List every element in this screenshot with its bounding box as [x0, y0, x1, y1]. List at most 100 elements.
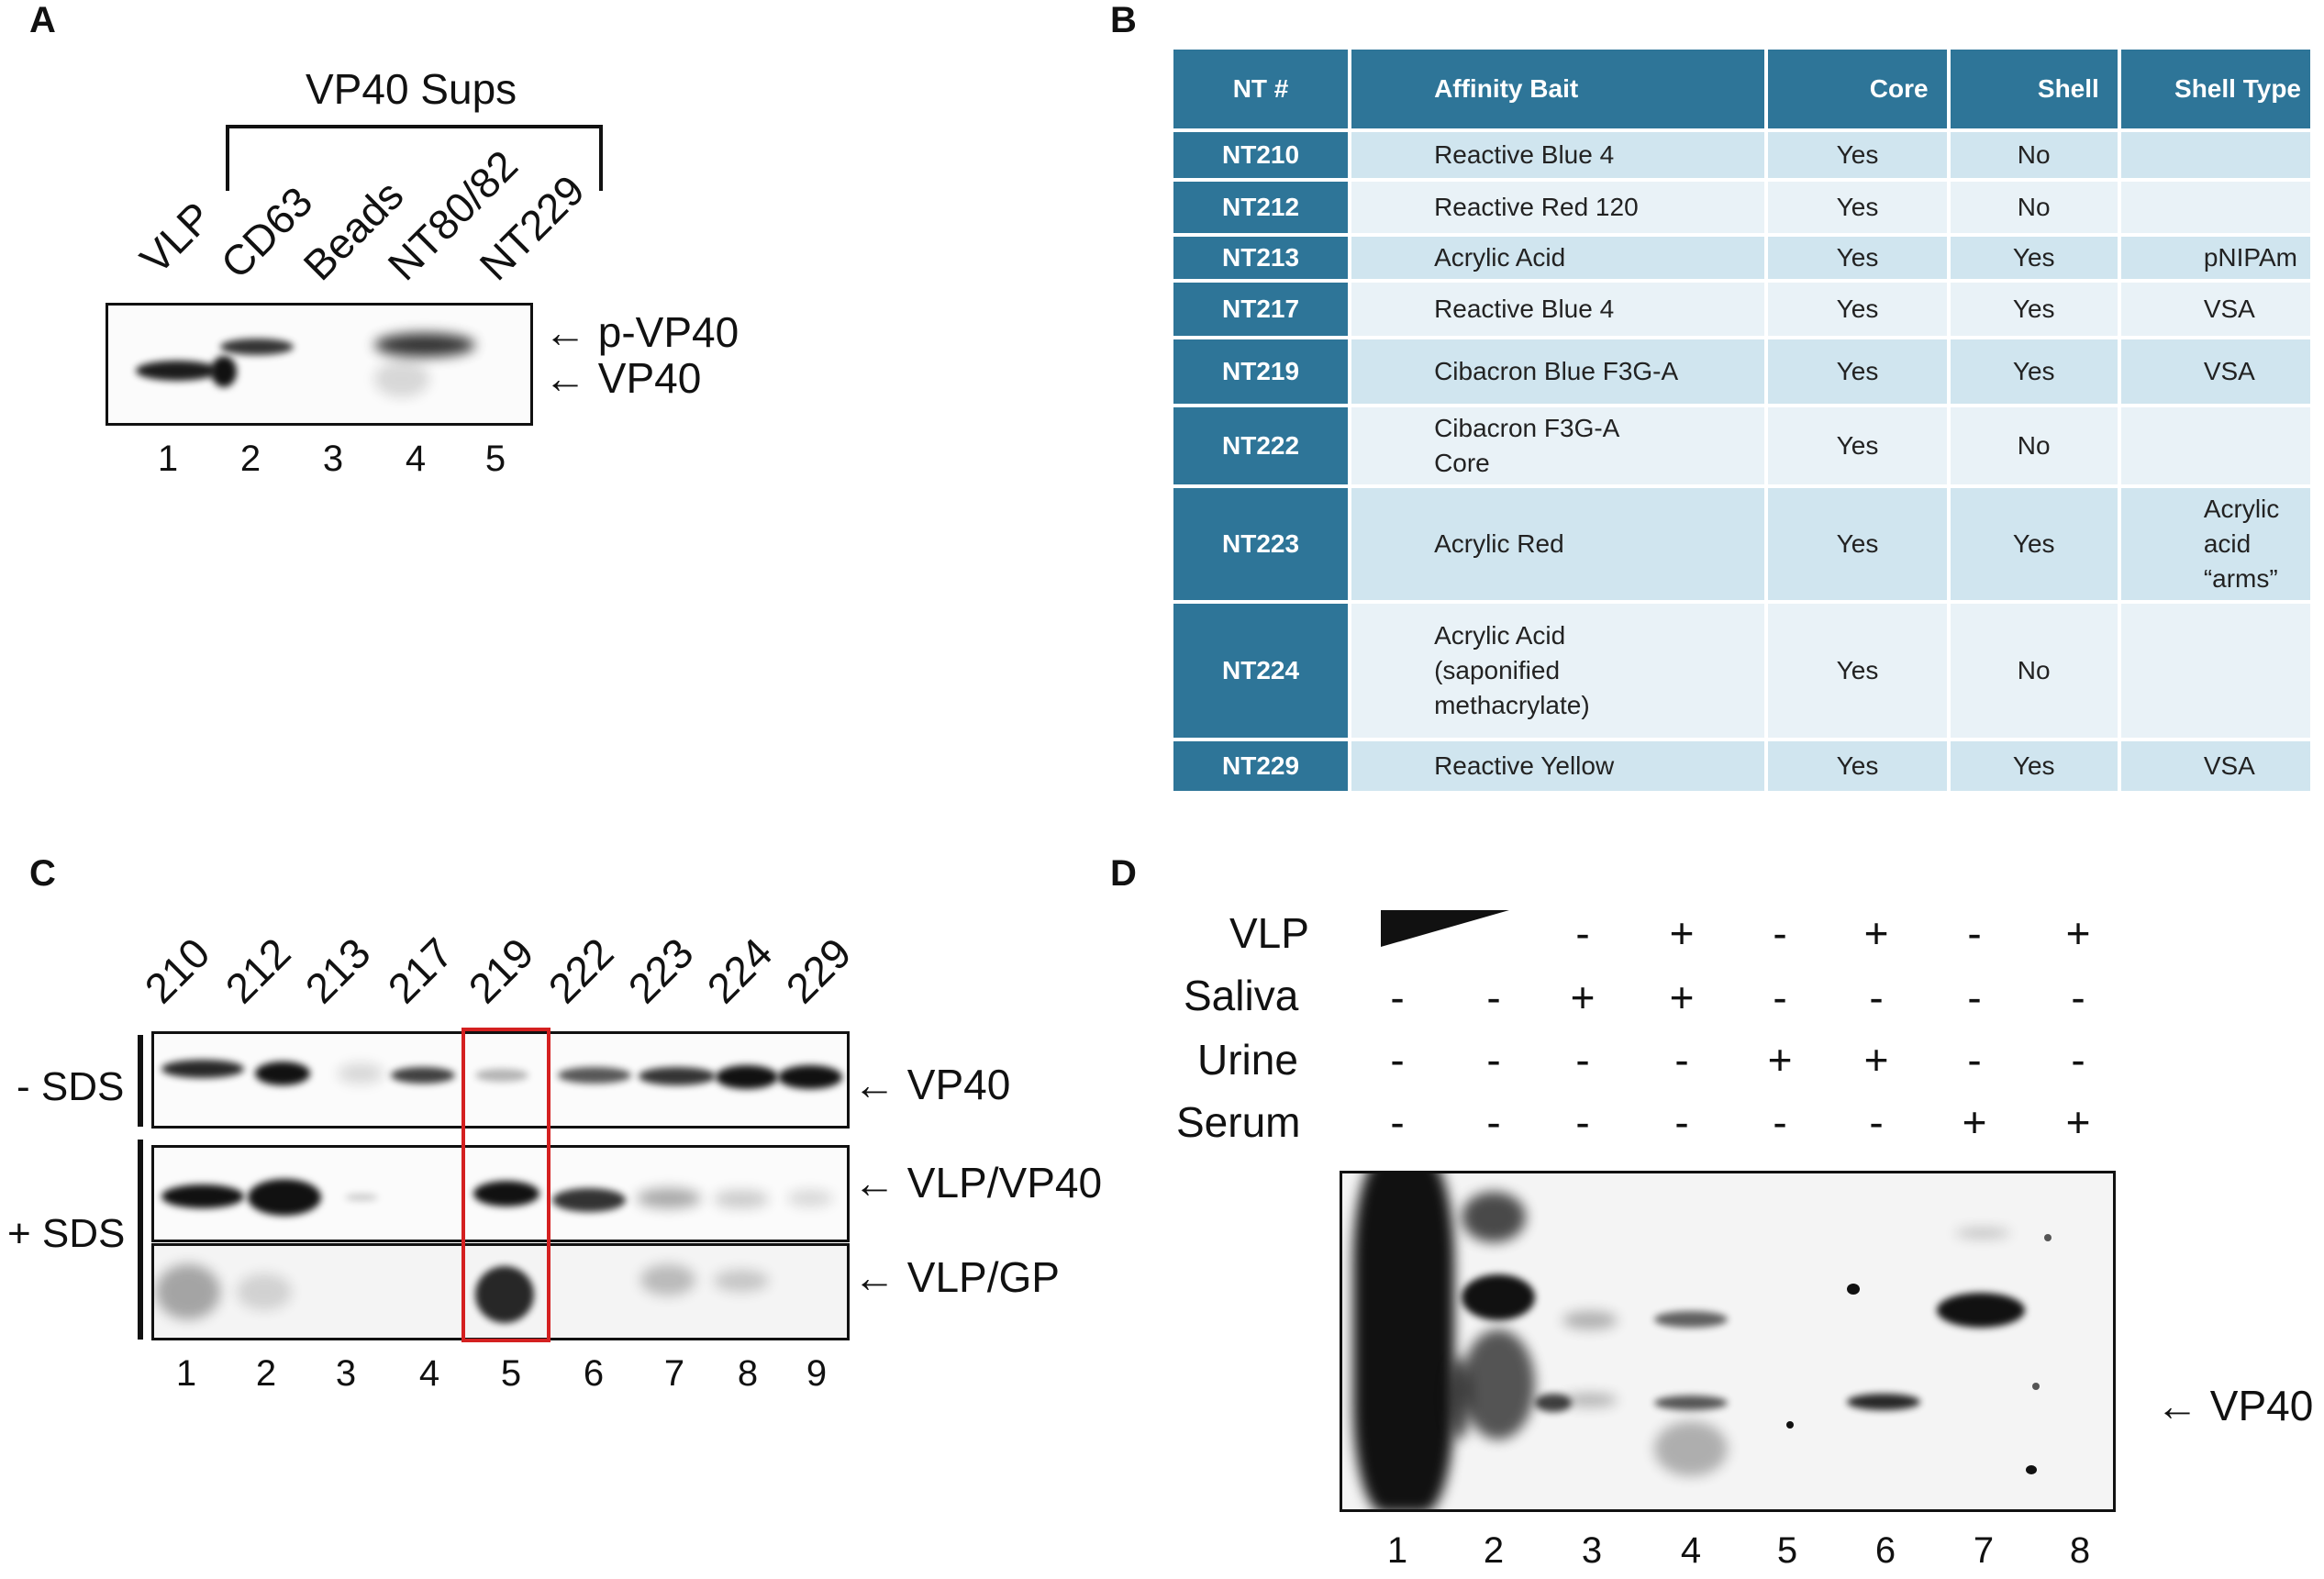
- blot-band: [714, 1270, 769, 1292]
- blot-band: [558, 1067, 631, 1084]
- panel-a-lane-header: CD63: [211, 177, 322, 288]
- panel-c-arrow-label: ← VLP/GP: [853, 1253, 1060, 1301]
- table-cell: Yes: [1768, 488, 1947, 600]
- panel-b-letter: B: [1110, 0, 1137, 40]
- vlp-sign: +: [2065, 909, 2091, 957]
- panel-d-lane-number: 1: [1386, 1530, 1408, 1571]
- blot-band: [1462, 1329, 1535, 1440]
- panel-c-lane-header: 229: [776, 928, 861, 1013]
- panel-d-row-label: Saliva: [1184, 972, 1299, 1019]
- urine-sign: -: [1967, 1036, 1982, 1084]
- table-cell: Yes: [1768, 132, 1947, 178]
- saliva-sign: -: [1869, 973, 1884, 1021]
- blot-band: [639, 1067, 716, 1085]
- panel-a-lane-number: 3: [322, 439, 344, 479]
- table-cell: Yes: [1950, 488, 2118, 600]
- panel-c-arrow-label: ← VP40: [853, 1061, 1011, 1108]
- table-cell: NT222: [1173, 407, 1349, 484]
- table-row: NT217 Reactive Blue 4 Yes Yes VSA: [1173, 283, 2310, 336]
- panel-c-lane-number: 2: [255, 1353, 277, 1394]
- panel-c-lane-header: 210: [135, 928, 219, 1013]
- panel-b-table: NT # Affinity Bait Core Shell Shell Type…: [1170, 46, 2314, 795]
- table-cell: No: [1950, 604, 2118, 738]
- urine-sign: -: [1486, 1036, 1501, 1084]
- table-row: NT229 Reactive Yellow Yes Yes VSA: [1173, 741, 2310, 791]
- blot-band: [778, 1065, 842, 1089]
- table-cell: Yes: [1950, 283, 2118, 336]
- saliva-sign: -: [1773, 973, 1787, 1021]
- panel-c-lane-number: 7: [663, 1353, 685, 1394]
- table-header-row: NT # Affinity Bait Core Shell Shell Type: [1173, 50, 2310, 128]
- panel-d-row-label: VLP: [1229, 909, 1309, 957]
- highlight-box-219: [461, 1028, 550, 1342]
- blot-band: [1562, 1394, 1618, 1407]
- panel-d-row-label: Urine: [1197, 1036, 1298, 1084]
- table-cell: NT212: [1173, 182, 1349, 233]
- urine-sign: -: [1674, 1036, 1689, 1084]
- panel-c-lane-header: 213: [295, 928, 380, 1013]
- table-cell: Cibacron Blue F3G-A: [1351, 339, 1765, 404]
- blot-band: [1535, 1394, 1572, 1412]
- row-group-bar: [138, 1035, 143, 1127]
- panel-d-blot: [1340, 1171, 2116, 1512]
- blot-band: [640, 1264, 695, 1295]
- vlp-sign: +: [1863, 909, 1889, 957]
- blot-band: [237, 1273, 292, 1310]
- panel-a-lane-number: 5: [484, 439, 506, 479]
- blot-band: [255, 1062, 310, 1085]
- panel-a-lane-header: VLP: [130, 193, 221, 284]
- blot-band: [475, 1069, 528, 1082]
- saliva-sign: -: [1967, 973, 1982, 1021]
- serum-sign: -: [1674, 1098, 1689, 1146]
- cell-text: Cibacron F3G-A Core: [1434, 414, 1618, 477]
- blot-spot: [1847, 1284, 1860, 1295]
- blot-band: [345, 1194, 378, 1201]
- urine-sign: -: [1390, 1036, 1405, 1084]
- table-cell: NT219: [1173, 339, 1349, 404]
- panel-c-lane-header: 224: [697, 928, 782, 1013]
- table-cell: Yes: [1768, 407, 1947, 484]
- urine-sign: -: [1575, 1036, 1590, 1084]
- panel-c-blot-vlp-gp: [151, 1243, 850, 1340]
- blot-band: [220, 339, 294, 355]
- cell-text: Acrylic acid “arms”: [2203, 495, 2280, 593]
- table-row: NT219 Cibacron Blue F3G-A Yes Yes VSA: [1173, 339, 2310, 404]
- panel-c-lane-number: 8: [737, 1353, 759, 1394]
- column-header: Shell: [1950, 50, 2118, 128]
- blot-spot: [1786, 1421, 1794, 1429]
- table-cell: Yes: [1950, 339, 2118, 404]
- table-row: NT210 Reactive Blue 4 Yes No: [1173, 132, 2310, 178]
- panel-c-blot-minus-sds: [151, 1031, 850, 1129]
- serum-sign: +: [1962, 1098, 1987, 1146]
- blot-band: [374, 333, 475, 357]
- table-row: NT213 Acrylic Acid Yes Yes pNIPAm: [1173, 237, 2310, 279]
- blot-band: [1955, 1229, 2010, 1238]
- serum-sign: -: [1869, 1098, 1884, 1146]
- panel-c-blot-vlp-vp40: [151, 1145, 850, 1242]
- panel-a-blot: [106, 303, 533, 426]
- panel-c-lane-header: 212: [216, 928, 300, 1013]
- panel-c-lane-header: 217: [378, 928, 462, 1013]
- panel-c-lane-number: 6: [583, 1353, 605, 1394]
- panel-d-lane-number: 3: [1581, 1530, 1603, 1571]
- panel-d-lane-number: 8: [2069, 1530, 2091, 1571]
- table-cell: Reactive Red 120: [1351, 182, 1765, 233]
- row-group-bar: [138, 1140, 143, 1340]
- table-cell: Yes: [1950, 741, 2118, 791]
- blot-band: [1847, 1394, 1920, 1410]
- saliva-sign: +: [1570, 973, 1596, 1021]
- table-cell: pNIPAm: [2120, 237, 2310, 279]
- urine-sign: +: [1767, 1036, 1793, 1084]
- blot-band: [1353, 1173, 1454, 1509]
- table-cell: Yes: [1768, 339, 1947, 404]
- table-cell: Acrylic Acid (saponified methacrylate): [1351, 604, 1765, 738]
- table-cell: NT213: [1173, 237, 1349, 279]
- panel-c-lane-header: 222: [539, 928, 623, 1013]
- blot-band: [338, 1063, 384, 1084]
- panel-d-lane-number: 6: [1874, 1530, 1896, 1571]
- blot-band: [161, 1184, 244, 1208]
- panel-d-arrow-label: ← VP40: [2156, 1382, 2314, 1429]
- table-cell: Acrylic Red: [1351, 488, 1765, 600]
- panel-c-lane-number: 9: [806, 1353, 828, 1394]
- table-cell: Yes: [1768, 741, 1947, 791]
